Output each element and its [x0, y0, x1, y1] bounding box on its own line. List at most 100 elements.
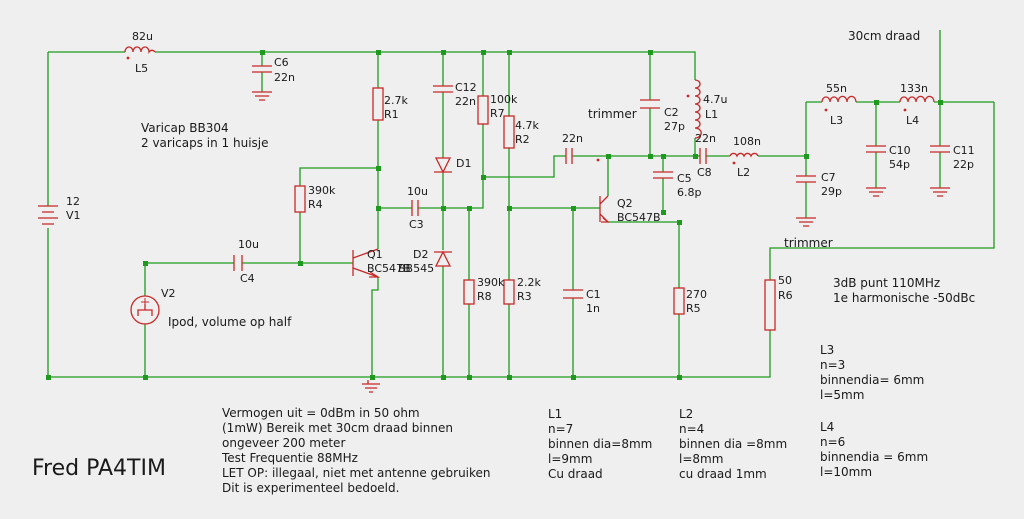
- d1-ref: D1: [456, 157, 471, 170]
- note-line: L2: [679, 407, 694, 421]
- inductor-l2: [729, 152, 759, 158]
- ground-c11: [930, 187, 950, 197]
- capacitor-coupling: [565, 148, 573, 164]
- c12-value: 22n: [455, 95, 476, 108]
- resistor-r7: [477, 95, 489, 125]
- capacitor-c5: [653, 171, 673, 179]
- note-line: l=8mm: [679, 452, 724, 466]
- r2-ref: R2: [515, 133, 530, 146]
- c10-ref: C10: [889, 144, 911, 157]
- antenna-label: 30cm draad: [848, 29, 920, 43]
- resistor-r1: [372, 87, 384, 121]
- notes-l3: L3 n=3 binnendia= 6mm l=5mm: [820, 343, 924, 403]
- diode-d2: [434, 250, 452, 267]
- r5-ref: R5: [686, 302, 701, 315]
- r8-ref: R8: [477, 290, 492, 303]
- note-line: binnendia= 6mm: [820, 373, 925, 387]
- resistor-r3: [503, 279, 515, 305]
- note-line: LET OP: illegaal, niet met antenne gebru…: [222, 466, 491, 480]
- note-line: L4: [820, 420, 835, 434]
- capacitor-c1: [563, 289, 583, 299]
- resistor-r8: [463, 279, 475, 305]
- notes-l2: L2 n=4 binnen dia =8mm l=8mm cu draad 1m…: [679, 407, 787, 482]
- note-line: binnendia = 6mm: [820, 450, 929, 464]
- l5-value: 82u: [132, 30, 153, 43]
- v1-value: 12: [66, 195, 80, 208]
- l3-ref: L3: [830, 114, 843, 127]
- c12-ref: C12: [455, 81, 477, 94]
- v2-ref: V2: [161, 287, 176, 300]
- r6-value: 50: [778, 274, 792, 287]
- note-line: l=9mm: [548, 452, 593, 466]
- wires: [47, 30, 995, 378]
- r6-ref: R6: [778, 289, 793, 302]
- note-line: binnen dia =8mm: [679, 437, 788, 451]
- transistor-q1: [352, 248, 381, 278]
- transistor-q2: [599, 195, 610, 223]
- note-line: L3: [820, 343, 835, 357]
- c1-ref: C1: [586, 288, 601, 301]
- l2-value: 108n: [733, 135, 761, 148]
- q2-ref: Q2: [617, 197, 633, 210]
- c4-value: 10u: [238, 238, 259, 251]
- r4-value: 390k: [308, 184, 336, 197]
- c2-value: 27p: [664, 120, 685, 133]
- r1-value: 2.7k: [384, 94, 408, 107]
- source-v2: [130, 295, 160, 325]
- inductor-dots: [126, 56, 907, 165]
- c3-value: 10u: [407, 185, 428, 198]
- note-line: Cu draad: [548, 467, 603, 481]
- c8-ref: C8: [697, 166, 712, 179]
- varicap-note-2: 2 varicaps in 1 huisje: [141, 136, 269, 150]
- d2-ref: D2: [413, 248, 428, 261]
- note-line: Vermogen uit = 0dBm in 50 ohm: [222, 406, 420, 420]
- note-line: Dit is experimenteel bedoeld.: [222, 481, 400, 495]
- inductor-l4: [899, 95, 935, 103]
- l1-ref: L1: [705, 108, 718, 121]
- l1-value: 4.7u: [703, 93, 727, 106]
- c2-ref: C2: [664, 106, 679, 119]
- note-line: l=10mm: [820, 465, 873, 479]
- c7-ref: C7: [821, 171, 836, 184]
- ground-c6: [252, 91, 272, 101]
- l4-ref: L4: [906, 114, 919, 127]
- r1-ref: R1: [384, 108, 399, 121]
- l4-value: 133n: [900, 82, 928, 95]
- note-line: L1: [548, 407, 563, 421]
- capacitor-c8: [699, 148, 707, 164]
- note-line: n=6: [820, 435, 846, 449]
- r7-value: 100k: [490, 93, 518, 106]
- capacitor-c4: [233, 255, 243, 271]
- capacitor-c6: [252, 65, 272, 73]
- r5-value: 270: [686, 288, 707, 301]
- note-line: cu draad 1mm: [679, 467, 767, 481]
- component-labels: 82u L5 C6 22n 2.7k R1 C12 22n 100k R7 4.…: [66, 29, 975, 329]
- c5-ref: C5: [677, 172, 692, 185]
- c10-value: 54p: [889, 158, 910, 171]
- d2-part: BB545: [398, 262, 434, 275]
- resistor-r6: [764, 279, 776, 331]
- capacitor-c7: [796, 175, 816, 183]
- note-line: n=7: [548, 422, 574, 436]
- c6-ref: C6: [274, 56, 289, 69]
- inductor-l1: [694, 79, 702, 139]
- note-line: n=4: [679, 422, 705, 436]
- l2-ref: L2: [737, 166, 750, 179]
- q2-part: BC547B: [617, 211, 661, 224]
- trimmer-c2: trimmer: [588, 107, 637, 121]
- q1-part: BC547B: [367, 262, 411, 275]
- author-title: Fred PA4TIM: [32, 456, 166, 481]
- capacitor-c10: [866, 145, 886, 153]
- note-line: binnen dia=8mm: [548, 437, 653, 451]
- l5-ref: L5: [135, 62, 148, 75]
- c7-value: 29p: [821, 185, 842, 198]
- l3-value: 55n: [826, 82, 847, 95]
- r3-ref: R3: [517, 290, 532, 303]
- capacitor-c11: [930, 145, 950, 153]
- note-line: (1mW) Bereik met 30cm draad binnen: [222, 421, 453, 435]
- notes-l4: L4 n=6 binnendia = 6mm l=10mm: [820, 420, 928, 480]
- c8-value: 22n: [695, 132, 716, 145]
- c11-value: 22p: [953, 158, 974, 171]
- battery-v1: [38, 205, 58, 225]
